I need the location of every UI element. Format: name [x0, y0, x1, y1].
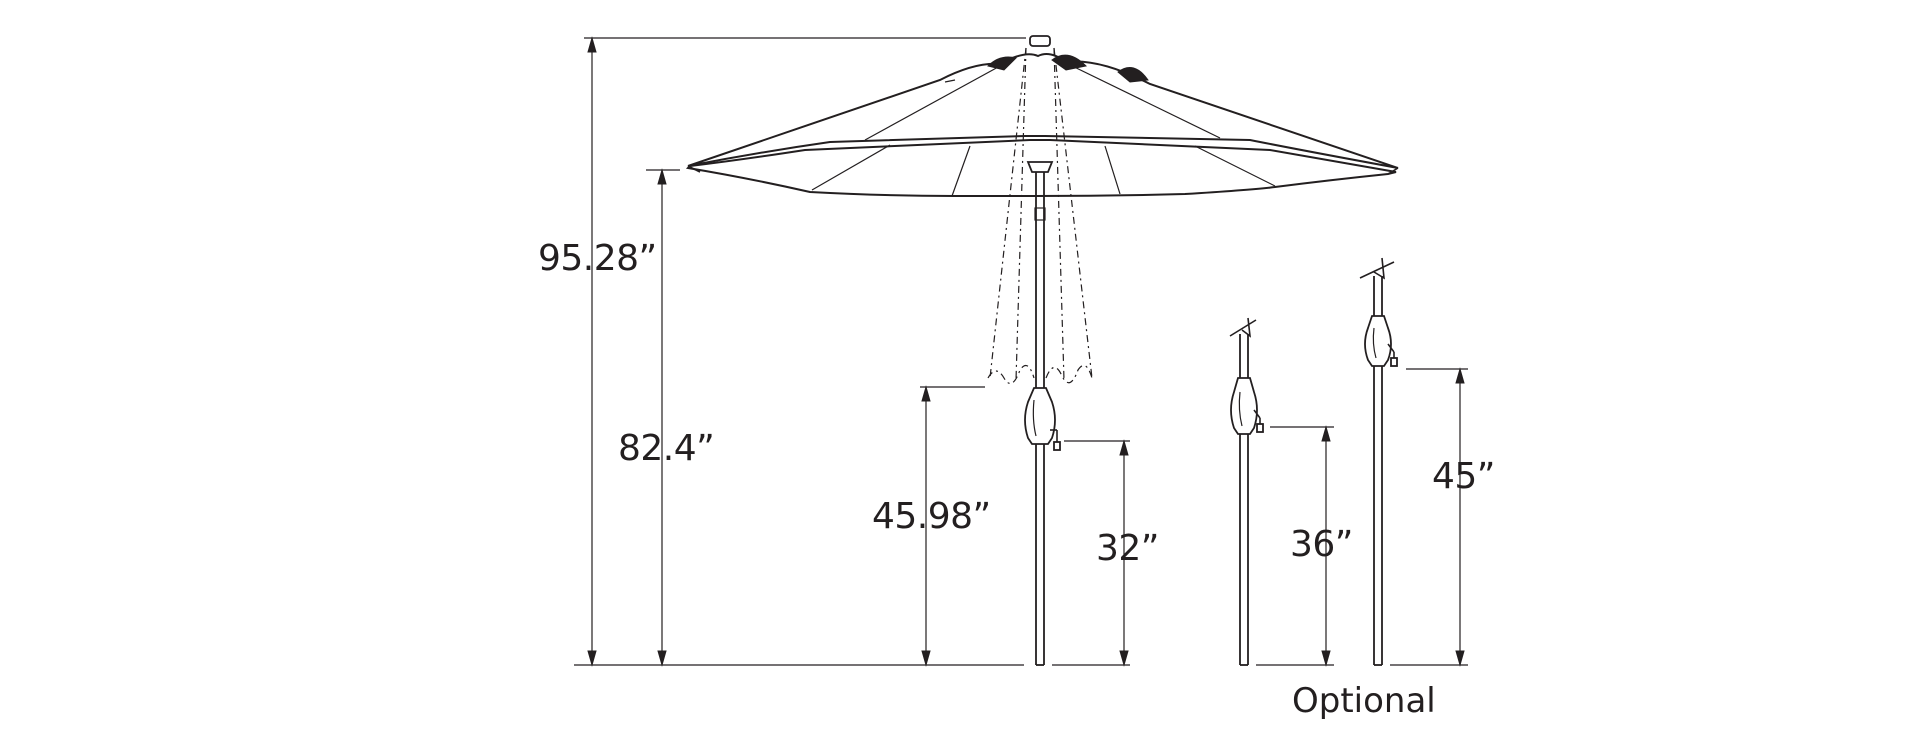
crank-height-option-b-label: 45” [1432, 456, 1495, 497]
umbrella-drawing [685, 35, 1399, 666]
vent-flap-right [1117, 67, 1149, 83]
pole-button [1034, 207, 1046, 221]
open-clearance-label: 45.98” [872, 496, 991, 537]
overall-height-label: 95.28” [538, 238, 657, 279]
crank-housing [1024, 387, 1056, 445]
closed-canopy-hem [987, 364, 1093, 385]
crank-height-standard-label: 32” [1096, 528, 1159, 569]
vent-flap-mid [1051, 54, 1088, 71]
crank-handle-icon [1387, 343, 1398, 367]
crank-housing-option-b [1364, 315, 1392, 367]
dimension-lines-option-b [1390, 367, 1468, 667]
vent-flap-left [987, 56, 1017, 71]
dimension-lines [574, 36, 1130, 667]
pole-drawing [1229, 317, 1264, 666]
optional-caption: Optional [1292, 681, 1436, 721]
crank-housing-option-a [1230, 377, 1258, 435]
pole-drawing [1359, 257, 1398, 666]
crank-handle-icon [1253, 409, 1264, 433]
dimension-lines-option-a [1256, 425, 1334, 667]
finial [1029, 35, 1051, 47]
hub [1026, 161, 1054, 173]
crank-handle-icon [1050, 429, 1061, 451]
crank-height-option-a-label: 36” [1290, 524, 1353, 565]
rib-height-label: 82.4” [618, 428, 714, 469]
